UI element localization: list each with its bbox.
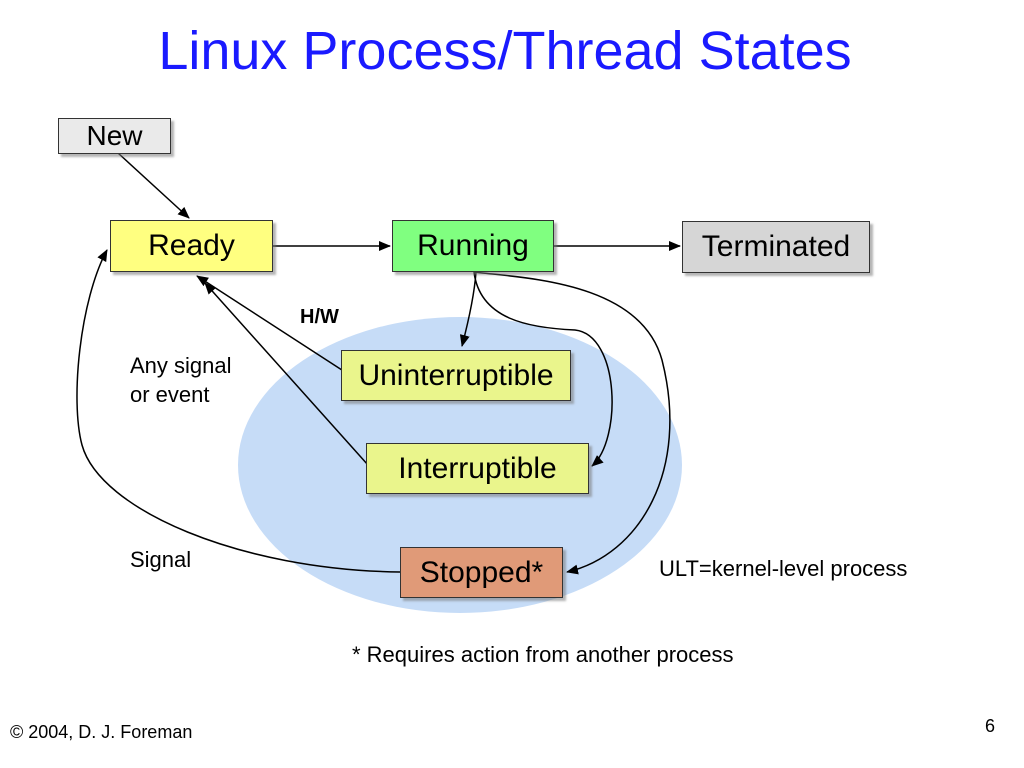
arrow-running-to-stopped bbox=[473, 271, 671, 575]
page-number: 6 bbox=[985, 716, 996, 736]
state-new: New bbox=[58, 118, 171, 154]
state-stopped: Stopped* bbox=[400, 547, 563, 598]
state-uninterruptible: Uninterruptible bbox=[341, 350, 571, 401]
arrow-running-to-interruptible bbox=[473, 271, 613, 467]
arrow-new-to-ready bbox=[117, 152, 190, 219]
ult-note: ULT=kernel-level process bbox=[659, 556, 908, 581]
any-signal-label: Any signal or event bbox=[130, 352, 232, 409]
state-terminated: Terminated bbox=[682, 221, 870, 273]
state-running: Running bbox=[392, 220, 554, 272]
copyright: © 2004, D. J. Foreman bbox=[10, 722, 193, 742]
page-title: Linux Process/Thread States bbox=[158, 21, 852, 81]
arrow-stopped-to-ready bbox=[76, 249, 401, 573]
signal-label: Signal bbox=[130, 547, 192, 572]
any-signal-line1: Any signal bbox=[130, 353, 232, 378]
state-interruptible: Interruptible bbox=[366, 443, 589, 494]
hw-label: H/W bbox=[300, 306, 339, 328]
any-signal-line2: or event bbox=[130, 381, 210, 407]
arrow-uninterruptible-to-ready bbox=[196, 275, 346, 373]
footnote: * Requires action from another process bbox=[352, 642, 734, 667]
state-ready: Ready bbox=[110, 220, 273, 272]
arrow-interruptible-to-ready bbox=[204, 282, 369, 466]
